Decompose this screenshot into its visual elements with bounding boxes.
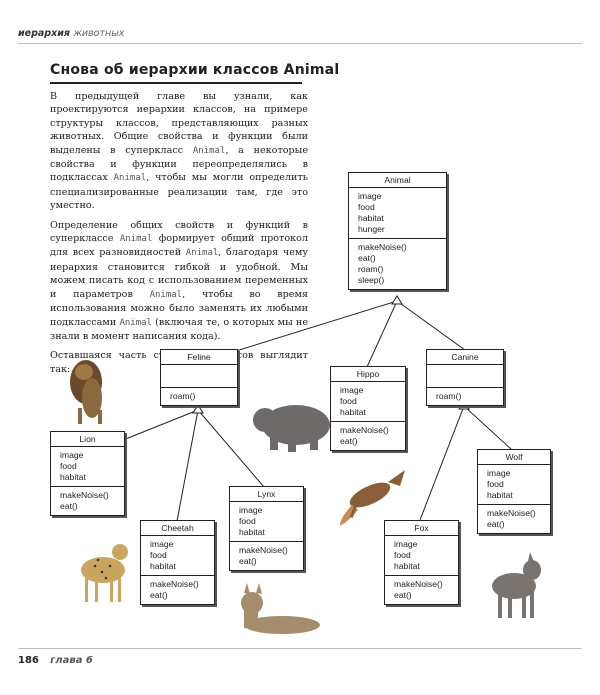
class-method: roam() [358, 264, 437, 275]
class-property: hunger [358, 224, 437, 235]
class-method: makeNoise() [358, 242, 437, 253]
class-name: Fox [385, 521, 458, 536]
class-method: eat() [487, 519, 541, 530]
class-methods: makeNoise()eat()roam()sleep() [349, 238, 446, 289]
class-properties [161, 365, 237, 387]
class-method: roam() [170, 391, 228, 402]
class-property: habitat [487, 490, 541, 501]
hippo-illustration [253, 405, 330, 452]
class-method: makeNoise() [340, 425, 396, 436]
class-name: Cheetah [141, 521, 214, 536]
class-name: Wolf [478, 450, 550, 465]
class-methods: roam() [161, 387, 237, 405]
class-name: Hippo [331, 367, 405, 382]
class-name: Feline [161, 350, 237, 365]
class-method: eat() [358, 253, 437, 264]
class-methods: makeNoise()eat() [51, 486, 124, 515]
lion-illustration [70, 360, 102, 424]
class-method: makeNoise() [239, 545, 294, 556]
class-property: habitat [340, 407, 396, 418]
class-property: habitat [60, 472, 115, 483]
class-property: food [358, 202, 437, 213]
class-property: image [487, 468, 541, 479]
class-method: roam() [436, 391, 494, 402]
fox-illustration [340, 470, 405, 526]
class-canine: Canine roam() [426, 349, 504, 406]
class-animal: Animal imagefoodhabitathunger makeNoise(… [348, 172, 447, 290]
class-property: habitat [239, 527, 294, 538]
class-methods: makeNoise()eat() [385, 575, 458, 604]
class-methods: makeNoise()eat() [141, 575, 214, 604]
class-name: Lynx [230, 487, 303, 502]
class-name: Canine [427, 350, 503, 365]
connector-wolf-canine [464, 406, 512, 450]
class-method: eat() [340, 436, 396, 447]
connector-fox-canine [420, 406, 464, 520]
class-methods: makeNoise()eat() [478, 504, 550, 533]
connector-canine-animal [397, 301, 465, 350]
class-method: sleep() [358, 275, 437, 286]
class-property: food [150, 550, 205, 561]
class-properties [427, 365, 503, 387]
class-property: image [358, 191, 437, 202]
class-name: Lion [51, 432, 124, 447]
class-property: food [239, 516, 294, 527]
class-name: Animal [349, 173, 446, 188]
class-method: makeNoise() [60, 490, 115, 501]
class-property: habitat [150, 561, 205, 572]
class-method: eat() [150, 590, 205, 601]
class-method: eat() [239, 556, 294, 567]
class-methods: makeNoise()eat() [331, 421, 405, 450]
cheetah-illustration [81, 544, 128, 602]
class-feline: Feline roam() [160, 349, 238, 406]
class-method: eat() [394, 590, 449, 601]
class-property: habitat [394, 561, 449, 572]
class-property: image [150, 539, 205, 550]
page-number: 186 [18, 655, 39, 666]
class-methods: roam() [427, 387, 503, 405]
connector-lion-feline [123, 410, 198, 440]
class-property: image [394, 539, 449, 550]
footer-rule [18, 648, 582, 649]
page-footer: 186 глава 6 [18, 655, 93, 666]
class-method: makeNoise() [487, 508, 541, 519]
class-property: habitat [358, 213, 437, 224]
wolf-illustration [492, 552, 541, 618]
class-method: eat() [60, 501, 115, 512]
class-property: food [487, 479, 541, 490]
class-method: makeNoise() [394, 579, 449, 590]
class-methods: makeNoise()eat() [230, 541, 303, 570]
class-method: makeNoise() [150, 579, 205, 590]
class-property: image [239, 505, 294, 516]
connector-hippo-animal [367, 301, 397, 367]
inherit-arrow-animal [392, 296, 402, 304]
class-property: image [60, 450, 115, 461]
class-property: food [340, 396, 396, 407]
class-property: image [340, 385, 396, 396]
class-property: food [60, 461, 115, 472]
connector-cheetah-feline [177, 410, 198, 521]
connector-feline-animal [236, 301, 397, 351]
lynx-illustration [241, 583, 320, 634]
chapter-label: глава 6 [50, 655, 93, 666]
class-property: food [394, 550, 449, 561]
inherit-arrow-feline [193, 405, 203, 413]
